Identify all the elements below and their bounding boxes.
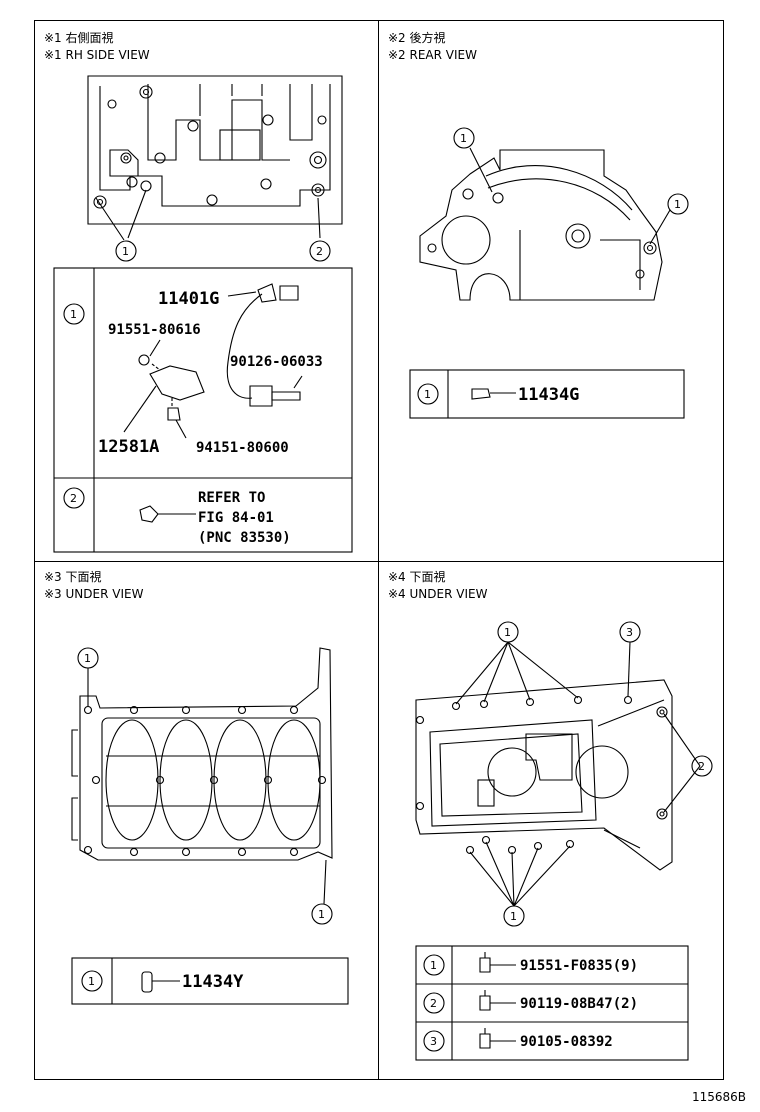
view3-parts-table	[71, 957, 349, 1005]
view1-title-jp: ※1 右側面視	[44, 31, 114, 45]
callout-2-view4-label: 2	[698, 760, 705, 773]
callout-1-view1	[115, 240, 137, 262]
horizontal-divider	[34, 561, 724, 563]
view4-table-row1-callout	[423, 954, 445, 976]
bolt-sketch-row2	[139, 505, 196, 523]
callout-2-view1-label: 2	[316, 245, 323, 258]
callout-2-view4	[691, 755, 713, 777]
part-11434Y: 11434Y	[182, 972, 244, 992]
figure-number: 115686B	[691, 1090, 746, 1104]
view4-row2-callout-label: 2	[430, 997, 437, 1010]
view2-table-callout-label: 1	[424, 388, 431, 401]
view1-title-en: ※1 RH SIDE VIEW	[44, 48, 150, 62]
callout-3-view4-label: 3	[626, 626, 633, 639]
engine-block-under-view4-drawing	[415, 641, 701, 907]
callout-1-view1-label: 1	[122, 245, 129, 258]
knock-sensor-sketch	[123, 283, 303, 439]
callout-1-view3-bottom-label: 1	[318, 908, 325, 921]
vertical-divider	[378, 20, 380, 1080]
part-91551-80616: 91551-80616	[108, 322, 201, 338]
part-91551-F0835: 91551-F0835(9)	[520, 958, 638, 974]
table-row2-callout	[63, 487, 85, 509]
bolt-sketches-view4	[479, 952, 516, 1049]
view3-table-callout	[81, 970, 103, 992]
view4-title-jp: ※4 下面視	[388, 570, 446, 584]
part-12581A: 12581A	[98, 437, 159, 457]
view2-title-en: ※2 REAR VIEW	[388, 48, 477, 62]
view1-parts-table	[53, 267, 353, 553]
view4-row1-callout-label: 1	[430, 959, 437, 972]
table-row1-callout-label: 1	[70, 308, 77, 321]
view3-title-jp: ※3 下面視	[44, 570, 102, 584]
engine-block-under-view3-drawing	[71, 647, 333, 905]
part-11434G: 11434G	[518, 385, 579, 405]
dowel-pin-sketch-11434Y	[141, 971, 180, 993]
callout-2-view1	[309, 240, 331, 262]
callout-1-view4-bottom	[503, 905, 525, 927]
callout-1-view4-top	[497, 621, 519, 643]
callout-1-view3-top	[77, 647, 99, 669]
callout-1-view4-bottom-label: 1	[510, 910, 517, 923]
part-11401G: 11401G	[158, 289, 219, 309]
callout-1-view2-left-label: 1	[460, 132, 467, 145]
view4-row3-callout-label: 3	[430, 1035, 437, 1048]
view2-parts-table	[409, 369, 685, 419]
refer-to-line3: (PNC 83530)	[198, 530, 291, 546]
callout-1-view2-right	[667, 193, 689, 215]
view3-title-en: ※3 UNDER VIEW	[44, 587, 144, 601]
view4-title-en: ※4 UNDER VIEW	[388, 587, 488, 601]
refer-to-line1: REFER TO	[198, 490, 265, 506]
refer-to-line2: FIG 84-01	[198, 510, 274, 526]
view4-parts-table	[415, 945, 689, 1061]
callout-1-view3-top-label: 1	[84, 652, 91, 665]
callout-1-view2-left	[453, 127, 475, 149]
callout-1-view2-right-label: 1	[674, 198, 681, 211]
view4-table-row3-callout	[423, 1030, 445, 1052]
view4-table-row2-callout	[423, 992, 445, 1014]
engine-block-rh-side-drawing	[87, 75, 343, 241]
view2-table-callout	[417, 383, 439, 405]
callout-3-view4	[619, 621, 641, 643]
part-90105-08392: 90105-08392	[520, 1034, 613, 1050]
part-90126-06033: 90126-06033	[230, 354, 323, 370]
table-row2-callout-label: 2	[70, 492, 77, 505]
table-row1-callout	[63, 303, 85, 325]
callout-1-view4-top-label: 1	[504, 626, 511, 639]
part-90119-08B47: 90119-08B47(2)	[520, 996, 638, 1012]
callout-1-view3-bottom	[311, 903, 333, 925]
engine-block-rear-drawing	[419, 147, 671, 301]
view2-title-jp: ※2 後方視	[388, 31, 446, 45]
dowel-pin-sketch-11434G	[471, 388, 516, 400]
part-94151-80600: 94151-80600	[196, 440, 289, 456]
view3-table-callout-label: 1	[88, 975, 95, 988]
